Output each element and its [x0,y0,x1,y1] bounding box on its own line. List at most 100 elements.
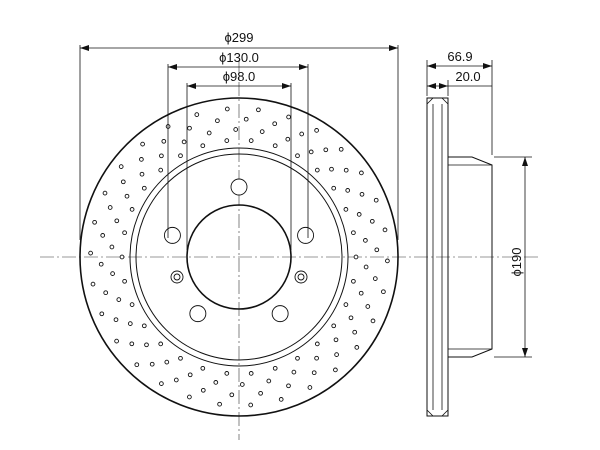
drill-hole [206,130,212,136]
lug-hole [189,305,207,323]
center-bore [186,204,292,310]
drill-hole [258,390,263,396]
drill-hole [272,365,278,371]
drill-hole [224,106,230,112]
drill-hole [178,153,183,159]
thickness-label: 20.0 [455,69,480,84]
center-bore-label: ϕ98.0 [223,69,256,84]
drill-hole [256,107,261,113]
drill-hole [291,369,297,375]
drill-hole [382,227,388,233]
drill-hole [348,315,354,321]
drill-hole [217,401,222,407]
thickness-arrows [427,83,448,89]
center-bore-dimension: ϕ98.0 [186,69,292,250]
drill-hole [243,116,249,122]
drill-hole [299,131,305,137]
drill-hole [365,304,371,309]
lug-hole [297,226,315,244]
drill-hole [122,278,127,284]
drill-hole [272,121,278,127]
drill-hole [129,302,135,307]
drill-hole [114,218,120,224]
drill-hole [369,218,375,224]
drill-hole [370,318,376,324]
drill-hole [351,278,356,284]
locating-holes [170,270,308,284]
hat-section [448,156,493,358]
drill-hole [372,276,378,281]
drill-hole [331,185,337,191]
drill-hole [99,311,105,317]
drill-hole [351,230,356,236]
overall-height-label: 66.9 [447,49,472,64]
front-view [40,60,540,440]
drill-hole [343,167,349,173]
drill-hole [338,146,344,152]
drill-hole [224,371,230,376]
drill-hole [311,370,317,376]
drill-hole [278,397,284,402]
drill-hole [127,321,133,326]
drill-hole [229,392,235,398]
lug-hole [230,178,248,196]
drill-hole [266,378,272,384]
overall-height-dimension: 66.9 [426,49,493,155]
pcd-label: ϕ130.0 [219,50,259,65]
drill-hole [285,136,291,142]
drill-hole [139,157,144,162]
drill-hole [343,302,349,307]
drill-hole [314,128,319,133]
drill-hole [114,338,119,344]
hat-diameter-dimension: ϕ190 [494,156,532,358]
drill-hole [88,250,93,256]
locating-hole [294,270,308,284]
hat-outer-edge [135,153,343,361]
drill-hole [122,230,127,236]
outer-diameter-label: ϕ299 [225,30,254,45]
locating-hole [170,270,184,284]
drill-hole [363,238,368,243]
drill-hole [248,138,254,143]
drill-hole [110,271,115,276]
drill-hole [343,207,349,212]
drill-hole [353,254,359,260]
side-view [426,97,493,417]
drill-hole [259,129,265,134]
drill-hole [358,290,364,296]
drill-hole [272,143,278,149]
drill-hole [314,167,320,173]
disc-outer-edge [79,97,399,417]
drill-hole [200,365,206,371]
drill-hole [187,372,193,378]
hat-diameter-label: ϕ190 [509,248,524,277]
drill-hole [102,190,108,196]
drill-hole [173,377,179,383]
drill-hole [213,380,219,385]
drill-hole [248,371,254,376]
drill-hole [359,170,364,176]
drill-hole [103,290,109,296]
drill-hole [385,258,390,264]
drill-hole [329,166,334,172]
lug-hole [271,305,289,323]
drill-hole [345,188,351,193]
drill-hole [92,219,97,225]
drill-hole [158,341,164,347]
drill-hole [181,139,187,145]
drill-hole [120,179,126,185]
friction-ring-inner-edge [129,147,349,367]
drill-hole [187,125,192,131]
drill-hole [149,361,155,367]
drill-hole [307,385,313,390]
drill-hole [161,138,167,144]
drill-hole [141,323,147,329]
drill-hole [194,112,200,117]
drill-hole [233,127,239,132]
drill-hole [129,207,135,212]
drill-hole [119,254,125,260]
drill-hole [200,387,206,393]
drill-hole [159,153,164,159]
outer-diameter-dimension: ϕ299 [79,30,399,240]
